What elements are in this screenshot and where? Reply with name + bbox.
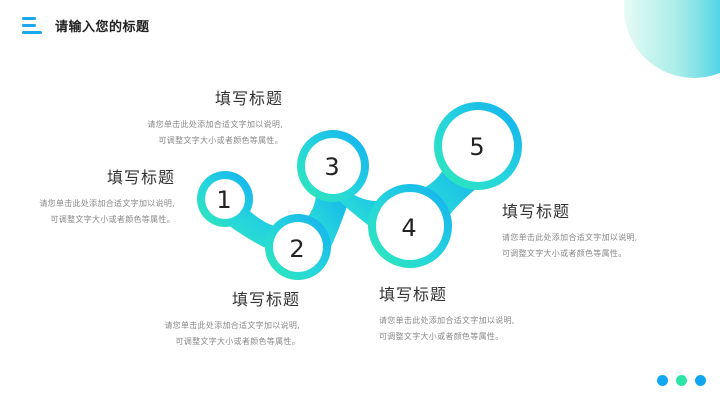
step-1-desc-line2: 可调整文字大小或者颜色等属性。: [50, 215, 175, 224]
step-number-4: 4: [401, 214, 416, 242]
step-1-desc-line1: 请您单击此处添加合适文字加以说明,: [39, 199, 175, 208]
step-circle-2[interactable]: 2: [265, 214, 331, 280]
step-2-title[interactable]: 填写标题: [231, 290, 300, 309]
step-2-text: 填写标题 请您单击此处添加合适文字加以说明, 可调整文字大小或者颜色等属性。: [145, 290, 300, 350]
step-4-desc-line2: 可调整文字大小或者颜色等属性。: [379, 332, 504, 341]
dot-1: [657, 375, 668, 386]
step-3-title[interactable]: 填写标题: [214, 89, 283, 108]
step-5-desc-line2: 可调整文字大小或者颜色等属性。: [502, 249, 627, 258]
step-circle-5[interactable]: 5: [434, 102, 522, 190]
step-number-3: 3: [324, 153, 339, 181]
step-number-5: 5: [469, 133, 484, 161]
step-5-title[interactable]: 填写标题: [502, 202, 571, 221]
step-number-2: 2: [289, 235, 304, 263]
pagination-dots: [657, 375, 706, 386]
step-3-desc-line2: 可调整文字大小或者颜色等属性。: [158, 136, 283, 145]
dot-3: [695, 375, 706, 386]
menu-lines-icon: [22, 17, 42, 35]
step-circle-1[interactable]: 1: [197, 171, 253, 227]
step-circle-3[interactable]: 3: [297, 130, 369, 202]
step-4-desc-line1: 请您单击此处添加合适文字加以说明,: [379, 316, 515, 325]
step-2-desc-line2: 可调整文字大小或者颜色等属性。: [175, 337, 300, 346]
step-1-text: 填写标题 请您单击此处添加合适文字加以说明, 可调整文字大小或者颜色等属性。: [20, 168, 175, 228]
step-1-title[interactable]: 填写标题: [106, 168, 175, 187]
step-circle-4[interactable]: 4: [368, 184, 452, 268]
step-2-desc-line1: 请您单击此处添加合适文字加以说明,: [164, 321, 300, 330]
step-3-text: 填写标题 请您单击此处添加合适文字加以说明, 可调整文字大小或者颜色等属性。: [128, 89, 283, 149]
step-3-desc-line1: 请您单击此处添加合适文字加以说明,: [147, 120, 283, 129]
step-5-desc-line1: 请您单击此处添加合适文字加以说明,: [502, 233, 638, 242]
dot-2: [676, 375, 687, 386]
step-5-text: 填写标题 请您单击此处添加合适文字加以说明, 可调整文字大小或者颜色等属性。: [502, 202, 662, 262]
step-number-1: 1: [216, 186, 231, 214]
step-4-text: 填写标题 请您单击此处添加合适文字加以说明, 可调整文字大小或者颜色等属性。: [379, 285, 539, 345]
step-4-title[interactable]: 填写标题: [379, 285, 448, 304]
page-title: 请输入您的标题: [55, 20, 150, 35]
